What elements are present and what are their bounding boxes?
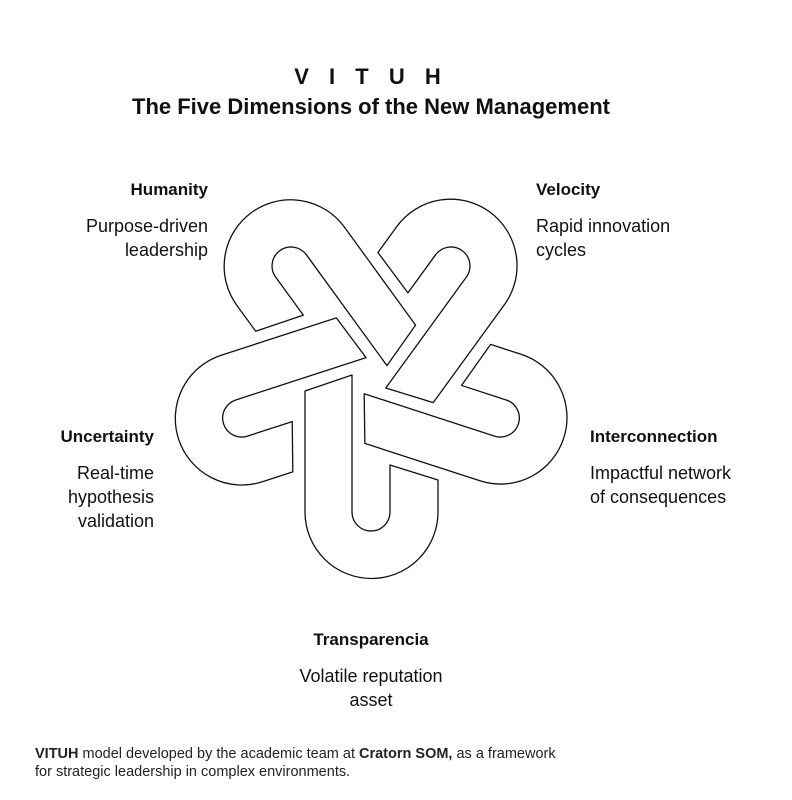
dimension-description: Impactful network of consequences: [590, 461, 731, 509]
dimension-uncertainty: Uncertainty Real-time hypothesis validat…: [60, 427, 154, 533]
description-line: Volatile reputation: [299, 666, 443, 686]
knot-link: [223, 199, 417, 367]
description-line: of consequences: [590, 487, 727, 507]
footer-note: VITUH model developed by the academic te…: [35, 745, 556, 781]
knot-link: [363, 343, 568, 485]
knot-link: [304, 374, 439, 580]
dimension-interconnection: Interconnection Impactful network of con…: [590, 427, 731, 509]
knot-link: [377, 198, 518, 404]
knot-link: [174, 317, 367, 486]
dimension-label: Transparencia: [313, 630, 429, 649]
description-line: asset: [349, 690, 393, 710]
description-line: leadership: [124, 240, 208, 260]
dimension-label: Velocity: [536, 180, 601, 199]
dimension-label: Interconnection: [590, 427, 718, 446]
description-line: Purpose-driven: [85, 216, 208, 236]
description-line: cycles: [536, 240, 587, 260]
description-line: Rapid innovation: [536, 216, 671, 236]
dimension-description: Volatile reputation asset: [221, 664, 521, 712]
description-line: Real-time: [76, 463, 154, 483]
dimension-label: Uncertainty: [60, 427, 154, 446]
page-title: The Five Dimensions of the New Managemen…: [132, 94, 610, 119]
dimension-description: Rapid innovation cycles: [536, 214, 670, 262]
description-line: validation: [77, 511, 154, 531]
footer-text: as a framework: [452, 746, 556, 762]
footer-text: model developed by the academic team at: [78, 746, 359, 762]
dimension-velocity: Velocity Rapid innovation cycles: [536, 180, 670, 262]
dimension-label: Humanity: [130, 180, 208, 199]
brand-title: V I T U H: [294, 64, 448, 89]
footer-text: for strategic leadership in complex envi…: [35, 764, 351, 780]
description-line: Impactful network: [590, 463, 732, 483]
footer-org: Cratorn SOM,: [359, 746, 453, 762]
dimension-description: Purpose-driven leadership: [86, 214, 208, 262]
dimension-transparencia: Transparencia Volatile reputation asset: [221, 630, 521, 712]
dimension-description: Real-time hypothesis validation: [60, 461, 154, 533]
description-line: hypothesis: [67, 487, 154, 507]
footer-brand: VITUH: [35, 746, 79, 762]
dimension-humanity: Humanity Purpose-driven leadership: [86, 180, 208, 262]
